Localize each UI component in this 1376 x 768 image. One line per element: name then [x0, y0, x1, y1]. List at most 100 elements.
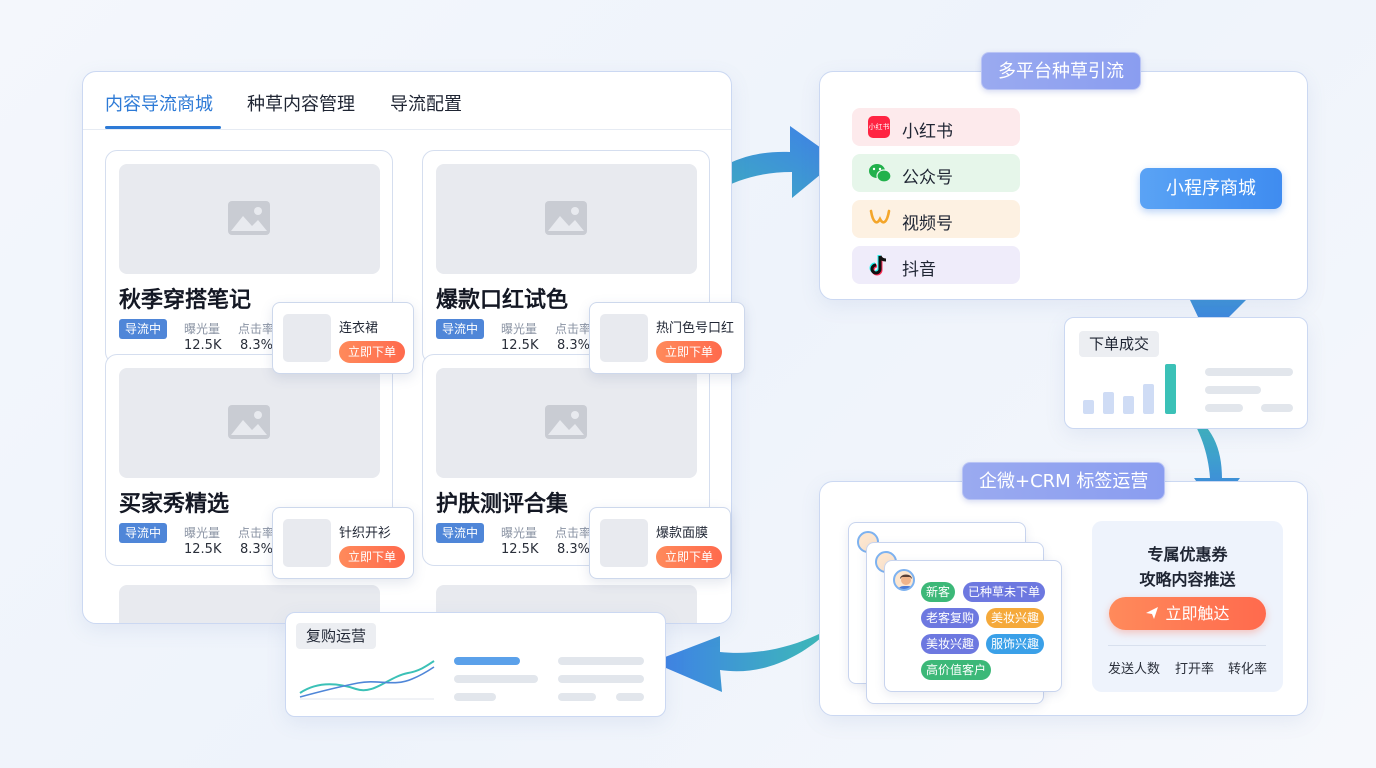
tab-traffic-config[interactable]: 导流配置	[390, 94, 462, 115]
customer-tag: 服饰兴趣	[986, 634, 1045, 654]
customer-tag: 老客复购	[921, 608, 980, 628]
stat-value: 12.5K	[184, 542, 222, 557]
active-tab-indicator	[105, 126, 221, 129]
customer-tag: 美妆兴趣	[921, 634, 980, 654]
stat-label: 点击率	[555, 322, 592, 336]
product-name: 连衣裙	[339, 321, 379, 336]
order-now-button[interactable]: 立即下单	[339, 341, 405, 363]
divider	[1108, 645, 1266, 646]
platform-xiaohongshu[interactable]: 小红书 小红书	[852, 108, 1020, 146]
customer-tag: 已种草未下单	[963, 582, 1046, 602]
tab-content-management[interactable]: 种草内容管理	[247, 94, 355, 115]
bar-chart-graphic	[1083, 364, 1176, 414]
platform-label: 视频号	[902, 214, 953, 234]
product-thumbnail	[283, 519, 331, 567]
platform-channels[interactable]: 视频号	[852, 200, 1020, 238]
card-title: 护肤测评合集	[436, 492, 569, 517]
stat-label: 曝光量	[184, 322, 221, 336]
product-thumbnail	[600, 519, 648, 567]
card-title: 秋季穿搭笔记	[119, 288, 252, 313]
stat-value: 12.5K	[184, 338, 222, 353]
platform-wechat[interactable]: 公众号	[852, 154, 1020, 192]
reach-now-label: 立即触达	[1165, 604, 1230, 623]
product-popup: 爆款面膜 立即下单	[589, 507, 731, 579]
card-title: 爆款口红试色	[436, 288, 569, 313]
stat-label: 点击率	[238, 526, 275, 540]
platform-label: 抖音	[902, 260, 936, 280]
status-badge: 导流中	[119, 319, 168, 339]
status-badge: 导流中	[119, 523, 168, 543]
tab-bar: 内容导流商城 种草内容管理 导流配置	[83, 72, 731, 130]
platform-section-title: 多平台种草引流	[981, 52, 1141, 90]
platform-label: 公众号	[902, 168, 953, 188]
customer-tag: 高价值客户	[921, 660, 992, 680]
arrow-to-repurchase	[652, 626, 834, 692]
stat-label: 点击率	[555, 526, 592, 540]
douyin-icon	[868, 254, 890, 276]
status-badge: 导流中	[436, 523, 485, 543]
card-title: 买家秀精选	[119, 492, 230, 517]
stat-value: 8.3%	[240, 338, 274, 353]
platform-label: 小红书	[902, 122, 953, 142]
content-push-title: 攻略内容推送	[1139, 570, 1236, 589]
skeleton-line	[558, 675, 644, 683]
skeleton-line	[558, 657, 644, 665]
customer-tag: 新客	[921, 582, 956, 602]
metric-label: 打开率	[1175, 662, 1215, 677]
send-icon	[1145, 598, 1159, 631]
stat-label: 点击率	[238, 322, 275, 336]
product-name: 针织开衫	[339, 526, 392, 541]
arrow-to-platforms	[672, 126, 838, 222]
xiaohongshu-icon: 小红书	[868, 116, 890, 138]
repurchase-title: 复购运营	[296, 623, 377, 649]
image-icon	[545, 405, 587, 439]
skeleton-line	[1205, 368, 1293, 376]
skeleton-line	[1205, 386, 1261, 394]
image-icon	[228, 201, 270, 235]
order-now-button[interactable]: 立即下单	[339, 546, 405, 568]
wechat-icon	[868, 162, 892, 184]
order-now-button[interactable]: 立即下单	[656, 546, 722, 568]
skeleton-line	[454, 675, 538, 683]
customer-card[interactable]: 新客 已种草未下单 老客复购 美妆兴趣 美妆兴趣 服饰兴趣 高价值客户	[884, 560, 1062, 692]
image-placeholder	[119, 368, 380, 478]
image-icon	[545, 201, 587, 235]
tab-content-mall[interactable]: 内容导流商城	[105, 94, 213, 115]
stat-label: 曝光量	[501, 526, 538, 540]
skeleton-line	[616, 693, 644, 701]
product-popup: 针织开衫 立即下单	[272, 507, 414, 579]
metric-label: 转化率	[1228, 662, 1268, 677]
platform-douyin[interactable]: 抖音	[852, 246, 1020, 284]
image-icon	[228, 405, 270, 439]
trend-line-graphic	[299, 660, 435, 700]
image-placeholder	[436, 368, 697, 478]
stat-value: 8.3%	[557, 338, 591, 353]
stat-value: 12.5K	[501, 542, 539, 557]
skeleton-line	[1261, 404, 1293, 412]
skeleton-line	[558, 693, 596, 701]
product-popup: 连衣裙 立即下单	[272, 302, 414, 374]
product-name: 爆款面膜	[656, 526, 709, 541]
crm-section-title: 企微+CRM 标签运营	[962, 462, 1166, 500]
channels-icon	[868, 208, 891, 230]
customer-tag: 美妆兴趣	[986, 608, 1045, 628]
order-now-button[interactable]: 立即下单	[656, 341, 722, 363]
skeleton-line	[454, 693, 496, 701]
image-placeholder	[436, 164, 697, 274]
product-popup: 热门色号口红 立即下单	[589, 302, 745, 374]
skeleton-line	[1205, 404, 1243, 412]
status-badge: 导流中	[436, 319, 485, 339]
repurchase-panel: 复购运营	[285, 612, 666, 717]
metric-label: 发送人数	[1108, 662, 1161, 677]
product-thumbnail	[283, 314, 331, 362]
skeleton-line	[454, 657, 520, 665]
content-card[interactable]: 买家秀精选 导流中 曝光量 12.5K 点击率 8.3%	[105, 354, 393, 566]
stat-label: 曝光量	[501, 322, 538, 336]
order-panel: 下单成交	[1064, 317, 1308, 429]
stat-value: 8.3%	[557, 542, 591, 557]
coupon-title: 专属优惠券	[1147, 545, 1228, 564]
mini-program-mall-node: 小程序商城	[1140, 168, 1282, 209]
stat-value: 12.5K	[501, 338, 539, 353]
product-thumbnail	[600, 314, 648, 362]
reach-now-button[interactable]: 立即触达	[1109, 597, 1266, 630]
